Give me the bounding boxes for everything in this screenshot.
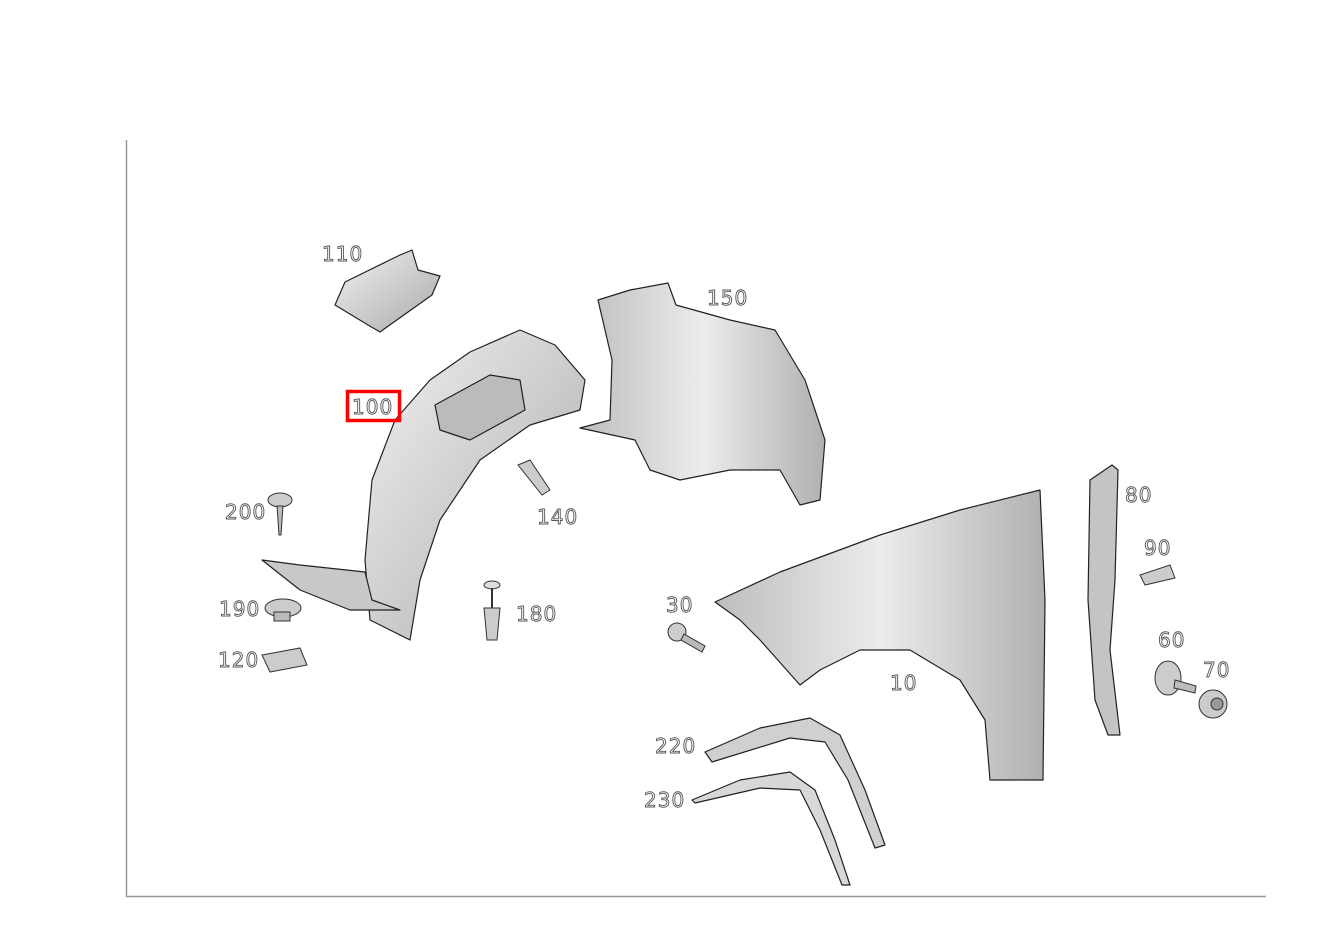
part-100-lower-flap[interactable] bbox=[261, 559, 401, 611]
part-90-clip[interactable] bbox=[1139, 564, 1176, 586]
part-80-seal-strip[interactable] bbox=[1087, 464, 1121, 736]
callout-120[interactable]: 120 bbox=[218, 648, 259, 673]
part-150-wheel-arch-liner[interactable] bbox=[579, 282, 826, 506]
callout-230[interactable]: 230 bbox=[644, 788, 685, 813]
part-100-insert bbox=[434, 374, 526, 441]
part-60-bolt[interactable] bbox=[1154, 660, 1197, 696]
callout-220[interactable]: 220 bbox=[655, 734, 696, 759]
part-10-fender[interactable] bbox=[714, 489, 1046, 781]
part-30-bolt[interactable] bbox=[667, 622, 706, 653]
part-110-bracket[interactable] bbox=[334, 249, 441, 333]
callout-80[interactable]: 80 bbox=[1125, 483, 1152, 508]
part-220-wheel-arch-molding[interactable] bbox=[704, 717, 886, 849]
part-100-wheel-arch-liner[interactable] bbox=[364, 329, 586, 641]
part-70-nut[interactable] bbox=[1198, 689, 1228, 719]
callout-10[interactable]: 10 bbox=[890, 671, 917, 696]
callout-150[interactable]: 150 bbox=[707, 286, 748, 311]
callout-70[interactable]: 70 bbox=[1203, 658, 1230, 683]
callout-190[interactable]: 190 bbox=[219, 597, 260, 622]
part-140-clip[interactable] bbox=[517, 459, 551, 496]
callout-30[interactable]: 30 bbox=[666, 593, 693, 618]
callout-140[interactable]: 140 bbox=[537, 505, 578, 530]
part-230-wheel-arch-trim[interactable] bbox=[691, 771, 851, 886]
callout-180[interactable]: 180 bbox=[516, 602, 557, 627]
callout-60[interactable]: 60 bbox=[1158, 628, 1185, 653]
selected-part-highlight bbox=[345, 389, 402, 423]
part-190-nut[interactable] bbox=[264, 598, 302, 622]
callout-100[interactable]: 100 bbox=[352, 395, 393, 420]
part-180-expansion-rivet[interactable] bbox=[483, 580, 501, 641]
callout-90[interactable]: 90 bbox=[1144, 536, 1171, 561]
part-120-clip-nut[interactable] bbox=[261, 647, 308, 673]
callout-110[interactable]: 110 bbox=[322, 242, 363, 267]
part-200-screw[interactable] bbox=[267, 492, 293, 536]
callout-200[interactable]: 200 bbox=[225, 500, 266, 525]
